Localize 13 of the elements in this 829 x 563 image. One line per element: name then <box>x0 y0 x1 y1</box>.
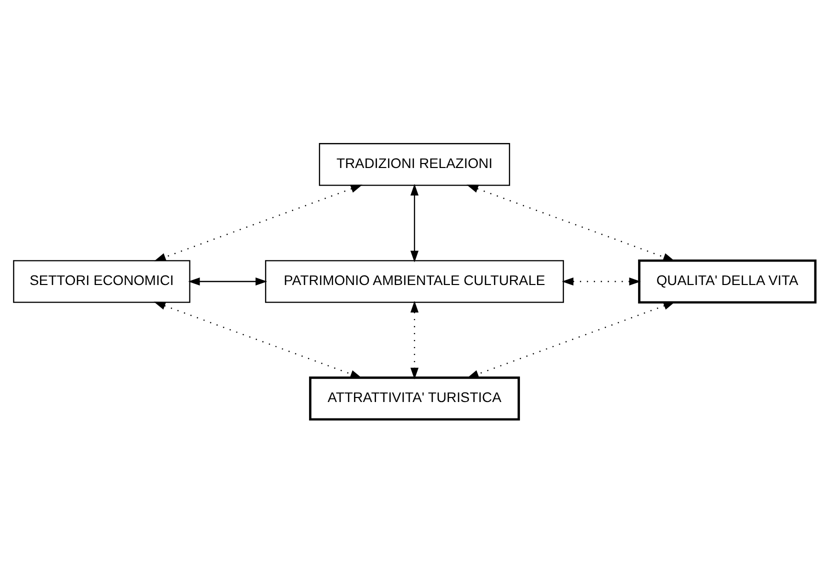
arrow <box>188 277 268 286</box>
node-box: ATTRATTIVITA' TURISTICA <box>309 376 520 421</box>
arrow <box>410 184 419 262</box>
node-box: SETTORI ECONOMICI <box>13 260 190 303</box>
arrow <box>466 184 675 262</box>
arrow <box>562 277 641 286</box>
arrow <box>154 184 362 262</box>
node-box: TRADIZIONI RELAZIONI <box>318 143 510 186</box>
arrow <box>466 302 676 378</box>
node-box: PATRIMONIO AMBIENTALE CULTURALE <box>265 260 564 303</box>
node-box: QUALITA' DELLA VITA <box>638 259 817 304</box>
arrow <box>410 300 419 380</box>
arrow <box>154 302 362 378</box>
